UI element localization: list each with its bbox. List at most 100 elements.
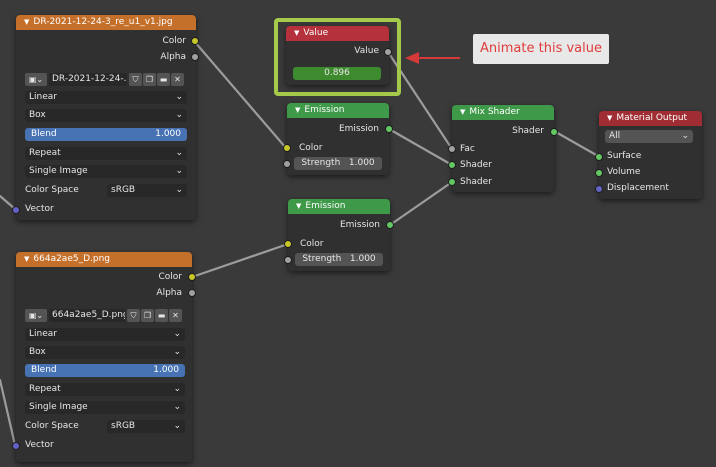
- source-dropdown[interactable]: Single Image⌄: [25, 165, 187, 178]
- collapse-triangle-icon[interactable]: ▼: [460, 108, 466, 116]
- input-volume-socket[interactable]: [595, 169, 603, 177]
- input-vector-socket[interactable]: [12, 442, 20, 450]
- node-header[interactable]: ▼Mix Shader: [452, 105, 554, 120]
- emission-node-2[interactable]: ▼Emission Emission Color Strength 1.000: [284, 199, 394, 271]
- input-shader-2-socket[interactable]: [448, 178, 456, 186]
- input-fac-label: Fac: [460, 144, 475, 154]
- output-emission-socket[interactable]: [385, 125, 393, 133]
- collapse-triangle-icon[interactable]: ▼: [295, 106, 301, 114]
- material-output-node[interactable]: ▼Material Output All⌄ Surface Volume Dis…: [595, 111, 702, 199]
- node-title: Value: [303, 28, 329, 38]
- input-strength-socket[interactable]: [284, 256, 292, 264]
- link-offscreen-to-tex2-vector: [0, 378, 17, 447]
- node-header[interactable]: ▼Emission: [287, 103, 389, 118]
- strength-field[interactable]: Strength 1.000: [295, 253, 383, 266]
- color-space-label: Color Space: [25, 421, 79, 431]
- emission-node-1[interactable]: ▼Emission Emission Color Strength 1.000: [283, 103, 393, 175]
- output-alpha-socket[interactable]: [188, 289, 196, 297]
- target-dropdown[interactable]: All⌄: [605, 130, 693, 143]
- collapse-triangle-icon[interactable]: ▼: [24, 18, 30, 26]
- blend-value: 1.000: [153, 365, 179, 375]
- collapse-triangle-icon[interactable]: ▼: [296, 202, 302, 210]
- input-vector-socket[interactable]: [12, 206, 20, 214]
- projection-value: Box: [29, 347, 46, 357]
- blend-slider[interactable]: Blend 1.000: [25, 364, 185, 377]
- input-fac-socket[interactable]: [448, 145, 456, 153]
- output-color-socket[interactable]: [191, 37, 199, 45]
- input-color-label: Color: [299, 143, 323, 153]
- output-color-label: Color: [162, 36, 187, 46]
- source-dropdown[interactable]: Single Image⌄: [25, 401, 185, 414]
- interpolation-dropdown[interactable]: Linear ⌄: [25, 328, 185, 341]
- chevron-down-icon: ⌄: [173, 402, 181, 412]
- link-emission1-to-mix-shader1: [387, 127, 454, 167]
- close-icon[interactable]: ✕: [169, 309, 182, 322]
- collapse-triangle-icon[interactable]: ▼: [294, 29, 300, 37]
- node-header[interactable]: ▼Value: [286, 26, 389, 41]
- node-header[interactable]: ▼Material Output: [599, 111, 702, 126]
- copy-icon[interactable]: ❐: [141, 309, 154, 322]
- close-icon[interactable]: ✕: [171, 73, 184, 86]
- node-header[interactable]: ▼DR-2021-12-24-3_re_u1_v1.jpg: [16, 15, 196, 30]
- node-title: Mix Shader: [469, 107, 520, 117]
- projection-dropdown[interactable]: Box⌄: [25, 346, 185, 359]
- input-shader-2-label: Shader: [460, 177, 492, 187]
- image-icon[interactable]: ▣⌄: [25, 73, 47, 86]
- extension-value: Repeat: [29, 148, 61, 158]
- output-value-label: Value: [354, 46, 379, 56]
- mix-shader-node[interactable]: ▼Mix Shader Shader Fac Shader Shader: [448, 105, 558, 192]
- image-icon[interactable]: ▣⌄: [25, 309, 47, 322]
- interpolation-value: Linear: [29, 329, 57, 339]
- image-texture-node-1[interactable]: ▼DR-2021-12-24-3_re_u1_v1.jpg Color Alph…: [12, 15, 199, 220]
- extension-dropdown[interactable]: Repeat⌄: [25, 147, 187, 160]
- output-color-socket[interactable]: [188, 273, 196, 281]
- projection-dropdown[interactable]: Box⌄: [25, 109, 187, 122]
- input-displacement-socket[interactable]: [595, 185, 603, 193]
- color-space-dropdown[interactable]: sRGB⌄: [107, 420, 185, 433]
- folder-icon[interactable]: ▬: [157, 73, 170, 86]
- output-emission-socket[interactable]: [386, 221, 394, 229]
- blend-label: Blend: [31, 365, 57, 375]
- image-texture-node-2[interactable]: ▼664a2ae5_D.png Color Alpha ▣⌄ 664a2ae5_…: [12, 252, 196, 462]
- input-color-socket[interactable]: [284, 240, 292, 248]
- arrow-left-icon: [405, 52, 419, 64]
- value-field[interactable]: 0.896: [293, 67, 381, 80]
- value-node[interactable]: ▼Value Value 0.896: [286, 26, 392, 85]
- image-selector[interactable]: ▣⌄ DR-2021-12-24-... ⛉ ❐ ▬ ✕: [25, 73, 187, 86]
- projection-value: Box: [29, 110, 46, 120]
- output-shader-socket[interactable]: [550, 128, 558, 136]
- node-title: DR-2021-12-24-3_re_u1_v1.jpg: [33, 17, 173, 27]
- output-alpha-label: Alpha: [156, 288, 182, 298]
- input-surface-label: Surface: [607, 151, 642, 161]
- chevron-down-icon: ⌄: [175, 185, 183, 195]
- chevron-down-icon: ⌄: [175, 92, 183, 102]
- link-tex1-color-to-emission1: [192, 39, 288, 150]
- link-tex2-color-to-emission2: [190, 242, 290, 279]
- folder-icon[interactable]: ▬: [155, 309, 168, 322]
- output-value-socket[interactable]: [384, 48, 392, 56]
- image-name-field[interactable]: DR-2021-12-24-...: [49, 73, 127, 86]
- collapse-triangle-icon[interactable]: ▼: [607, 114, 613, 122]
- strength-field[interactable]: Strength 1.000: [294, 157, 382, 170]
- input-vector-label: Vector: [25, 440, 54, 450]
- input-strength-socket[interactable]: [283, 160, 291, 168]
- output-alpha-socket[interactable]: [191, 53, 199, 61]
- input-color-socket[interactable]: [283, 144, 291, 152]
- shield-icon[interactable]: ⛉: [127, 309, 140, 322]
- collapse-triangle-icon[interactable]: ▼: [24, 255, 30, 263]
- chevron-down-icon: ⌄: [173, 329, 181, 339]
- node-header[interactable]: ▼664a2ae5_D.png: [16, 252, 192, 267]
- node-header[interactable]: ▼Emission: [288, 199, 390, 214]
- image-name-field[interactable]: 664a2ae5_D.png: [49, 309, 125, 322]
- input-vector-label: Vector: [25, 204, 54, 214]
- interpolation-dropdown[interactable]: Linear⌄: [25, 91, 187, 104]
- color-space-dropdown[interactable]: sRGB⌄: [107, 184, 187, 197]
- input-shader-1-socket[interactable]: [448, 161, 456, 169]
- input-surface-socket[interactable]: [595, 153, 603, 161]
- image-selector[interactable]: ▣⌄ 664a2ae5_D.png ⛉ ❐ ▬ ✕: [25, 309, 185, 322]
- output-emission-label: Emission: [339, 220, 380, 230]
- extension-dropdown[interactable]: Repeat⌄: [25, 383, 185, 396]
- copy-icon[interactable]: ❐: [143, 73, 156, 86]
- shield-icon[interactable]: ⛉: [129, 73, 142, 86]
